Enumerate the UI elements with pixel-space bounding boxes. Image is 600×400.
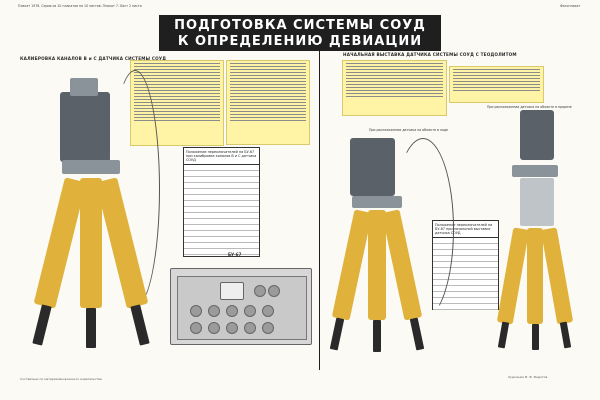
knob-10: [226, 322, 238, 334]
left-table: Положение переключателей на БУ-67 при ка…: [183, 147, 260, 257]
left-section-title: КАЛИБРОВКА КАНАЛОВ В и С ДАТЧИКА СИСТЕМЫ…: [20, 56, 167, 61]
right-note-1: [342, 60, 447, 116]
knob-5: [226, 305, 238, 317]
knob-6: [244, 305, 256, 317]
control-panel: [177, 276, 307, 340]
knob-1: [254, 285, 266, 297]
bottom-left-text: Составлено по материалам военного издате…: [20, 377, 102, 381]
meter-dial: [220, 282, 244, 300]
bottom-right-text: Художник В. Ф. Федотов: [508, 375, 548, 379]
right-caption-2: При расположении датчика на объекте в пр…: [487, 105, 572, 109]
knob-8: [190, 322, 202, 334]
title-line-1: ПОДГОТОВКА СИСТЕМЫ СОУД: [174, 18, 426, 33]
right-section-title: НАЧАЛЬНАЯ ВЫСТАВКА ДАТЧИКА СИСТЕМЫ СОУД …: [343, 52, 517, 57]
poster-title: ПОДГОТОВКА СИСТЕМЫ СОУД К ОПРЕДЕЛЕНИЮ ДЕ…: [159, 15, 441, 51]
right-note-2: [449, 66, 544, 103]
left-note-2: [226, 60, 310, 145]
knob-9: [208, 322, 220, 334]
bu-label: БУ-67: [228, 252, 242, 257]
knob-4: [208, 305, 220, 317]
knob-12: [262, 322, 274, 334]
knob-11: [244, 322, 256, 334]
right-caption-1: При расположении датчика на объекте в хо…: [369, 128, 449, 132]
top-right-tag: Фотоплакат: [560, 4, 581, 8]
title-line-2: К ОПРЕДЕЛЕНИЮ ДЕВИАЦИИ: [177, 34, 423, 49]
center-divider: [319, 44, 320, 370]
top-left-info: Плакат 1978. Серия из 10 плакатов по 10 …: [18, 4, 142, 8]
control-unit: [170, 268, 312, 345]
knob-7: [262, 305, 274, 317]
knob-3: [190, 305, 202, 317]
knob-2: [268, 285, 280, 297]
left-table-caption: Положение переключателей на БУ-67 при ка…: [184, 148, 259, 165]
